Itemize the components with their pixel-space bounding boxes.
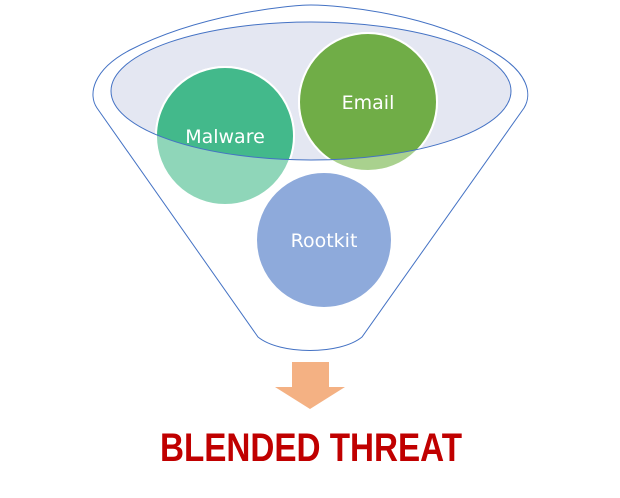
email-label: Email: [342, 92, 395, 114]
malware-label: Malware: [185, 126, 265, 148]
rootkit-circle: [255, 171, 393, 309]
funnel-outline: [92, 4, 529, 351]
result-title: BLENDED THREAT: [160, 426, 462, 470]
rootkit-label: Rootkit: [291, 230, 358, 252]
down-arrow-icon: [275, 362, 345, 409]
